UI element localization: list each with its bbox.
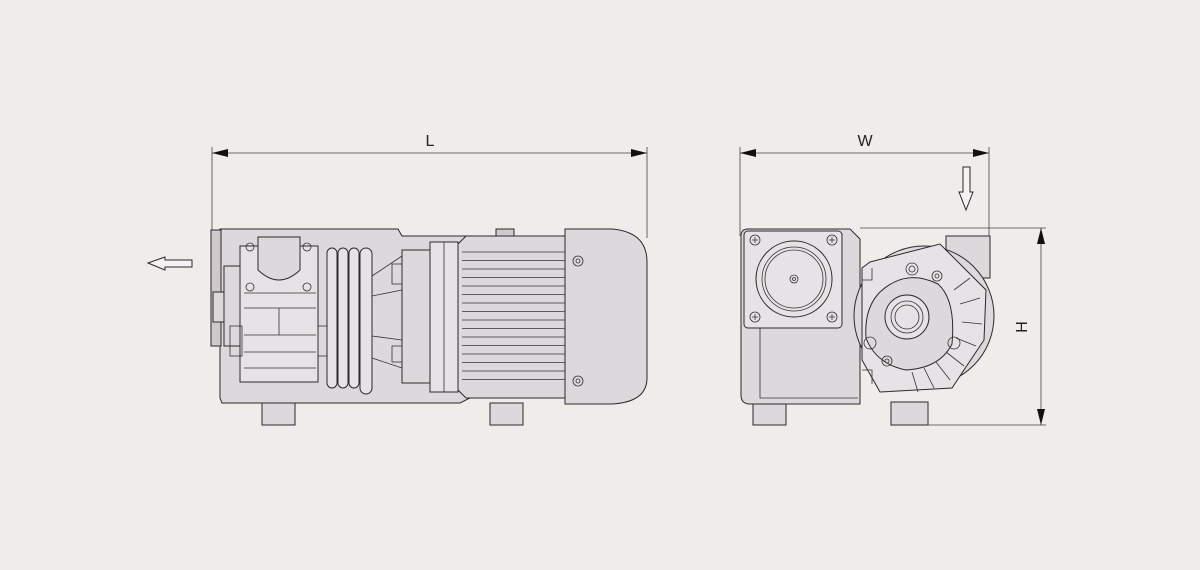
side-view: L [146, 133, 648, 426]
dimension-w-label: W [857, 133, 873, 150]
dimension-arrowhead-icon [212, 149, 228, 157]
dimension-arrowhead-icon [973, 149, 989, 157]
screw [572, 255, 584, 267]
end-plate-stub [223, 265, 243, 347]
dimension-arrowhead-icon [631, 149, 647, 157]
foot-right [489, 402, 524, 426]
end-plate [210, 229, 222, 347]
screw [572, 375, 584, 387]
dimension-h-label: H [1014, 321, 1031, 333]
screw [575, 378, 581, 384]
coupling-section [371, 241, 459, 393]
screw [575, 258, 581, 264]
outlet-arrow-icon [146, 256, 193, 271]
foot-left [752, 403, 787, 426]
fan-cover [564, 228, 648, 405]
terminal-cap [755, 240, 833, 318]
dimension-l-label: L [426, 133, 435, 150]
valve-block [229, 236, 329, 383]
foot-right [890, 401, 929, 426]
terminal-screws [749, 234, 838, 323]
dimension-w: W [739, 133, 990, 236]
dimension-h: H [860, 227, 1046, 426]
dimension-arrowhead-icon [740, 149, 756, 157]
dimension-arrowhead-icon [1037, 228, 1045, 244]
fan-blades [911, 277, 983, 393]
front-view: W H [739, 133, 1046, 426]
dimension-l: L [211, 133, 648, 238]
foot-left [261, 402, 296, 426]
cooling-tubes [326, 247, 373, 395]
center-port [884, 294, 930, 340]
inlet-arrow-icon [958, 166, 974, 212]
motor [457, 228, 566, 399]
dimension-arrowhead-icon [1037, 409, 1045, 425]
